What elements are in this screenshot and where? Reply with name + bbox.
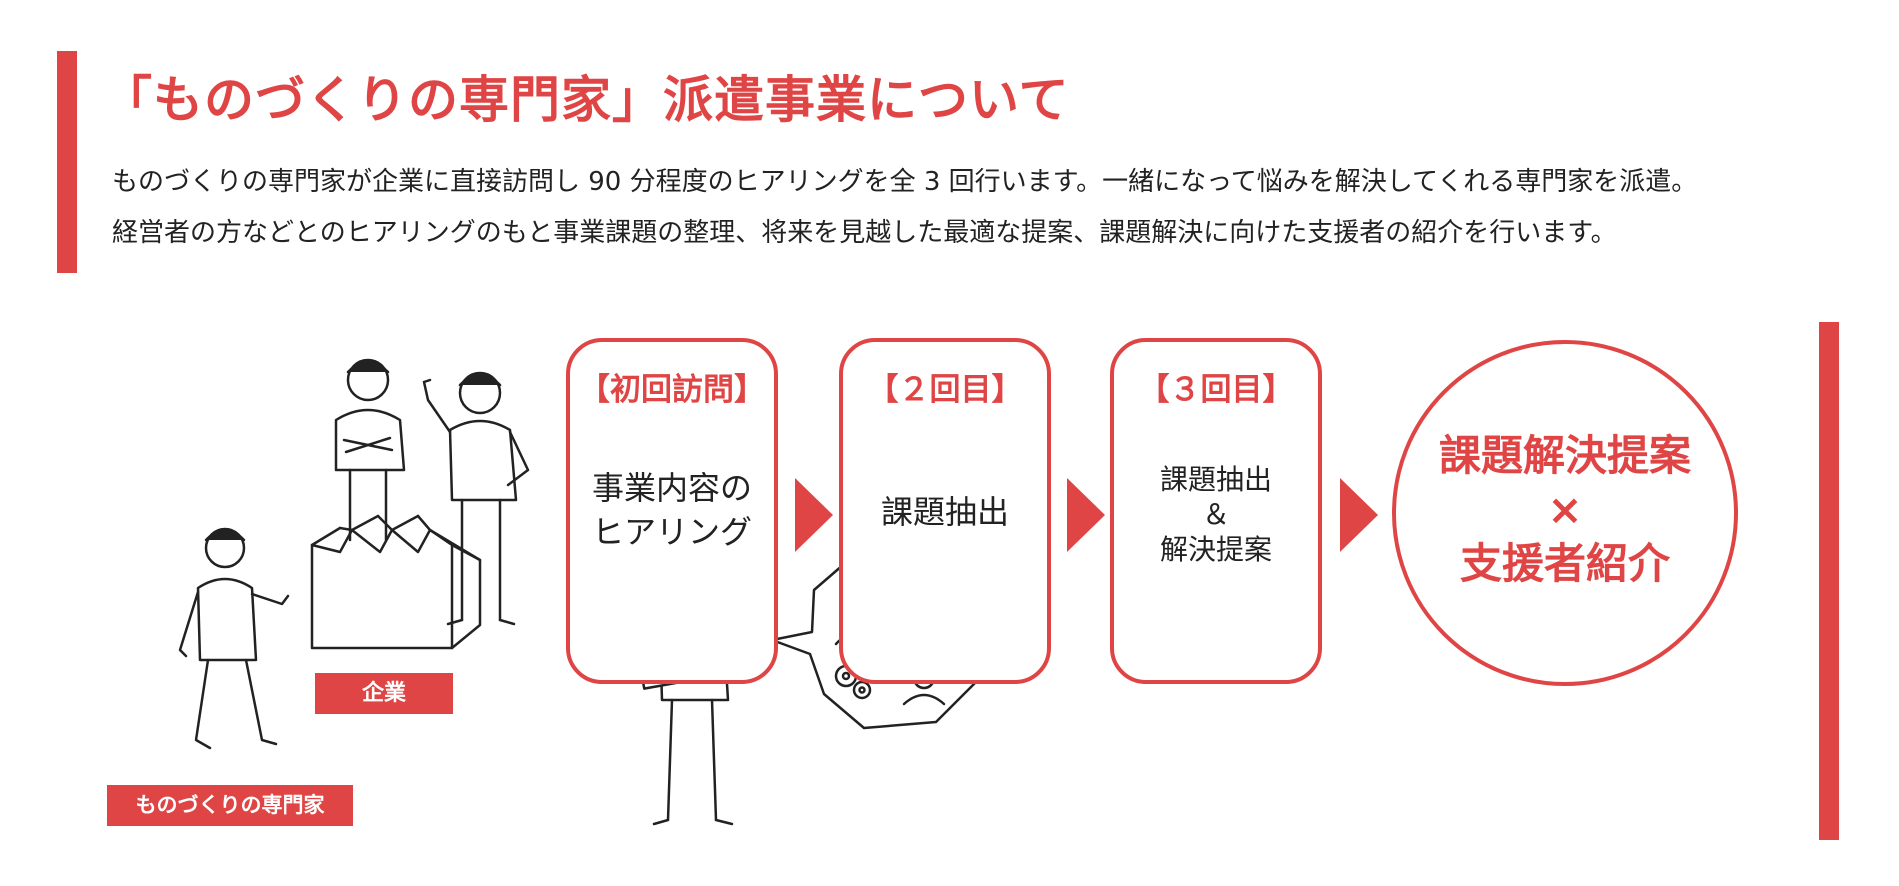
expert-label: ものづくりの専門家 [107, 785, 353, 826]
person-icon [334, 358, 406, 542]
arrow-right-icon [795, 478, 833, 552]
step-third-visit: 【３回目】 課題抽出 ＆ 解決提案 [1110, 338, 1322, 684]
step-first-visit: 【初回訪問】 事業内容の ヒアリング [566, 338, 778, 684]
result-line-times: × [1547, 485, 1583, 534]
arrow-right-icon [1340, 478, 1378, 552]
step-second-visit: 【２回目】 課題抽出 [839, 338, 1051, 684]
step-description: 課題抽出 ＆ 解決提案 [1159, 463, 1272, 566]
left-accent-bar [57, 51, 77, 273]
company-label: 企業 [315, 673, 453, 714]
person-icon [178, 527, 290, 750]
step-label: 【初回訪問】 [579, 372, 765, 408]
step-description: 事業内容の ヒアリング [591, 469, 752, 551]
intro-line-1: ものづくりの専門家が企業に直接訪問し 90 分程度のヒアリングを全 3 回行いま… [112, 167, 1698, 197]
step-label: 【２回目】 [867, 372, 1023, 408]
person-icon [422, 371, 530, 626]
intro-line-2: 経営者の方などとのヒアリングのもと事業課題の整理、将来を見越した最適な提案、課題… [112, 218, 1617, 248]
step-label: 【３回目】 [1138, 372, 1294, 408]
result-line-supporters: 支援者紹介 [1459, 539, 1670, 588]
result-text: 課題解決提案 × 支援者紹介 [1396, 429, 1734, 591]
factory-icon [310, 514, 482, 650]
page-title: 「ものづくりの専門家」派遣事業について [102, 71, 1070, 129]
result-line-proposal: 課題解決提案 [1438, 431, 1691, 480]
intro-text: ものづくりの専門家が企業に直接訪問し 90 分程度のヒアリングを全 3 回行いま… [112, 157, 1852, 259]
right-accent-bar [1819, 322, 1839, 840]
arrow-right-icon [1067, 478, 1105, 552]
result-circle: 課題解決提案 × 支援者紹介 [1392, 340, 1738, 686]
step-description: 課題抽出 [880, 493, 1009, 531]
